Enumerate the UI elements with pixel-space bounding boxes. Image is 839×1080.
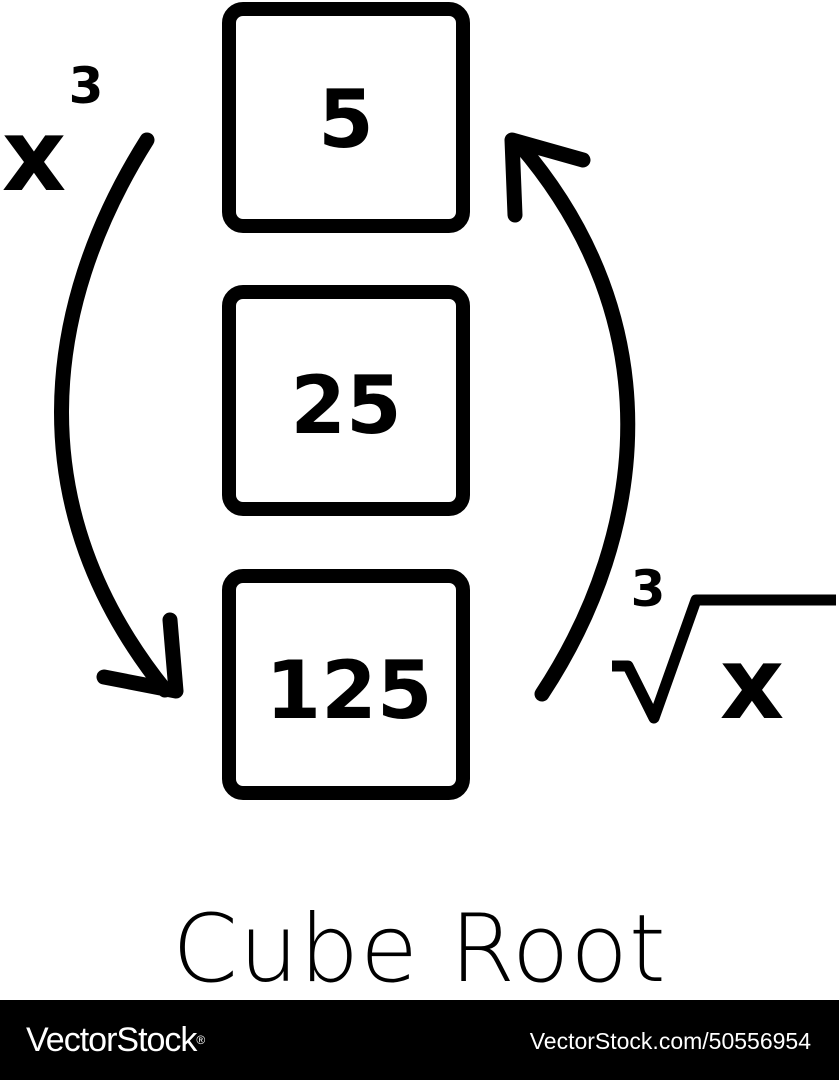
caption-title: Cube Root (172, 895, 667, 1004)
brand-logo: VectorStock® (26, 1020, 205, 1060)
cube-label: x 3 (2, 57, 104, 214)
box-middle-label: 25 (290, 359, 401, 452)
root-index: 3 (631, 560, 666, 618)
cube-root-diagram: 5 25 125 x 3 3 x (2, 2, 836, 800)
watermark-footer: VectorStock® VectorStock.com/50556954 (0, 1000, 839, 1080)
radical-icon (612, 594, 836, 724)
box-middle: 25 (222, 285, 470, 516)
box-top-label: 5 (318, 73, 374, 166)
image-id: VectorStock.com/50556954 (529, 1028, 811, 1054)
box-bottom-label: 125 (266, 644, 433, 737)
cube-arrow (54, 132, 184, 699)
box-top: 5 (222, 2, 470, 233)
box-bottom: 125 (222, 569, 470, 800)
registered-mark: ® (196, 1033, 205, 1047)
brand-name: VectorStock (26, 1021, 197, 1059)
cube-exponent: 3 (69, 57, 104, 115)
root-radicand: x (720, 625, 785, 742)
root-label: 3 x (612, 560, 836, 742)
cube-base: x (2, 97, 67, 214)
root-arrow (504, 132, 636, 702)
